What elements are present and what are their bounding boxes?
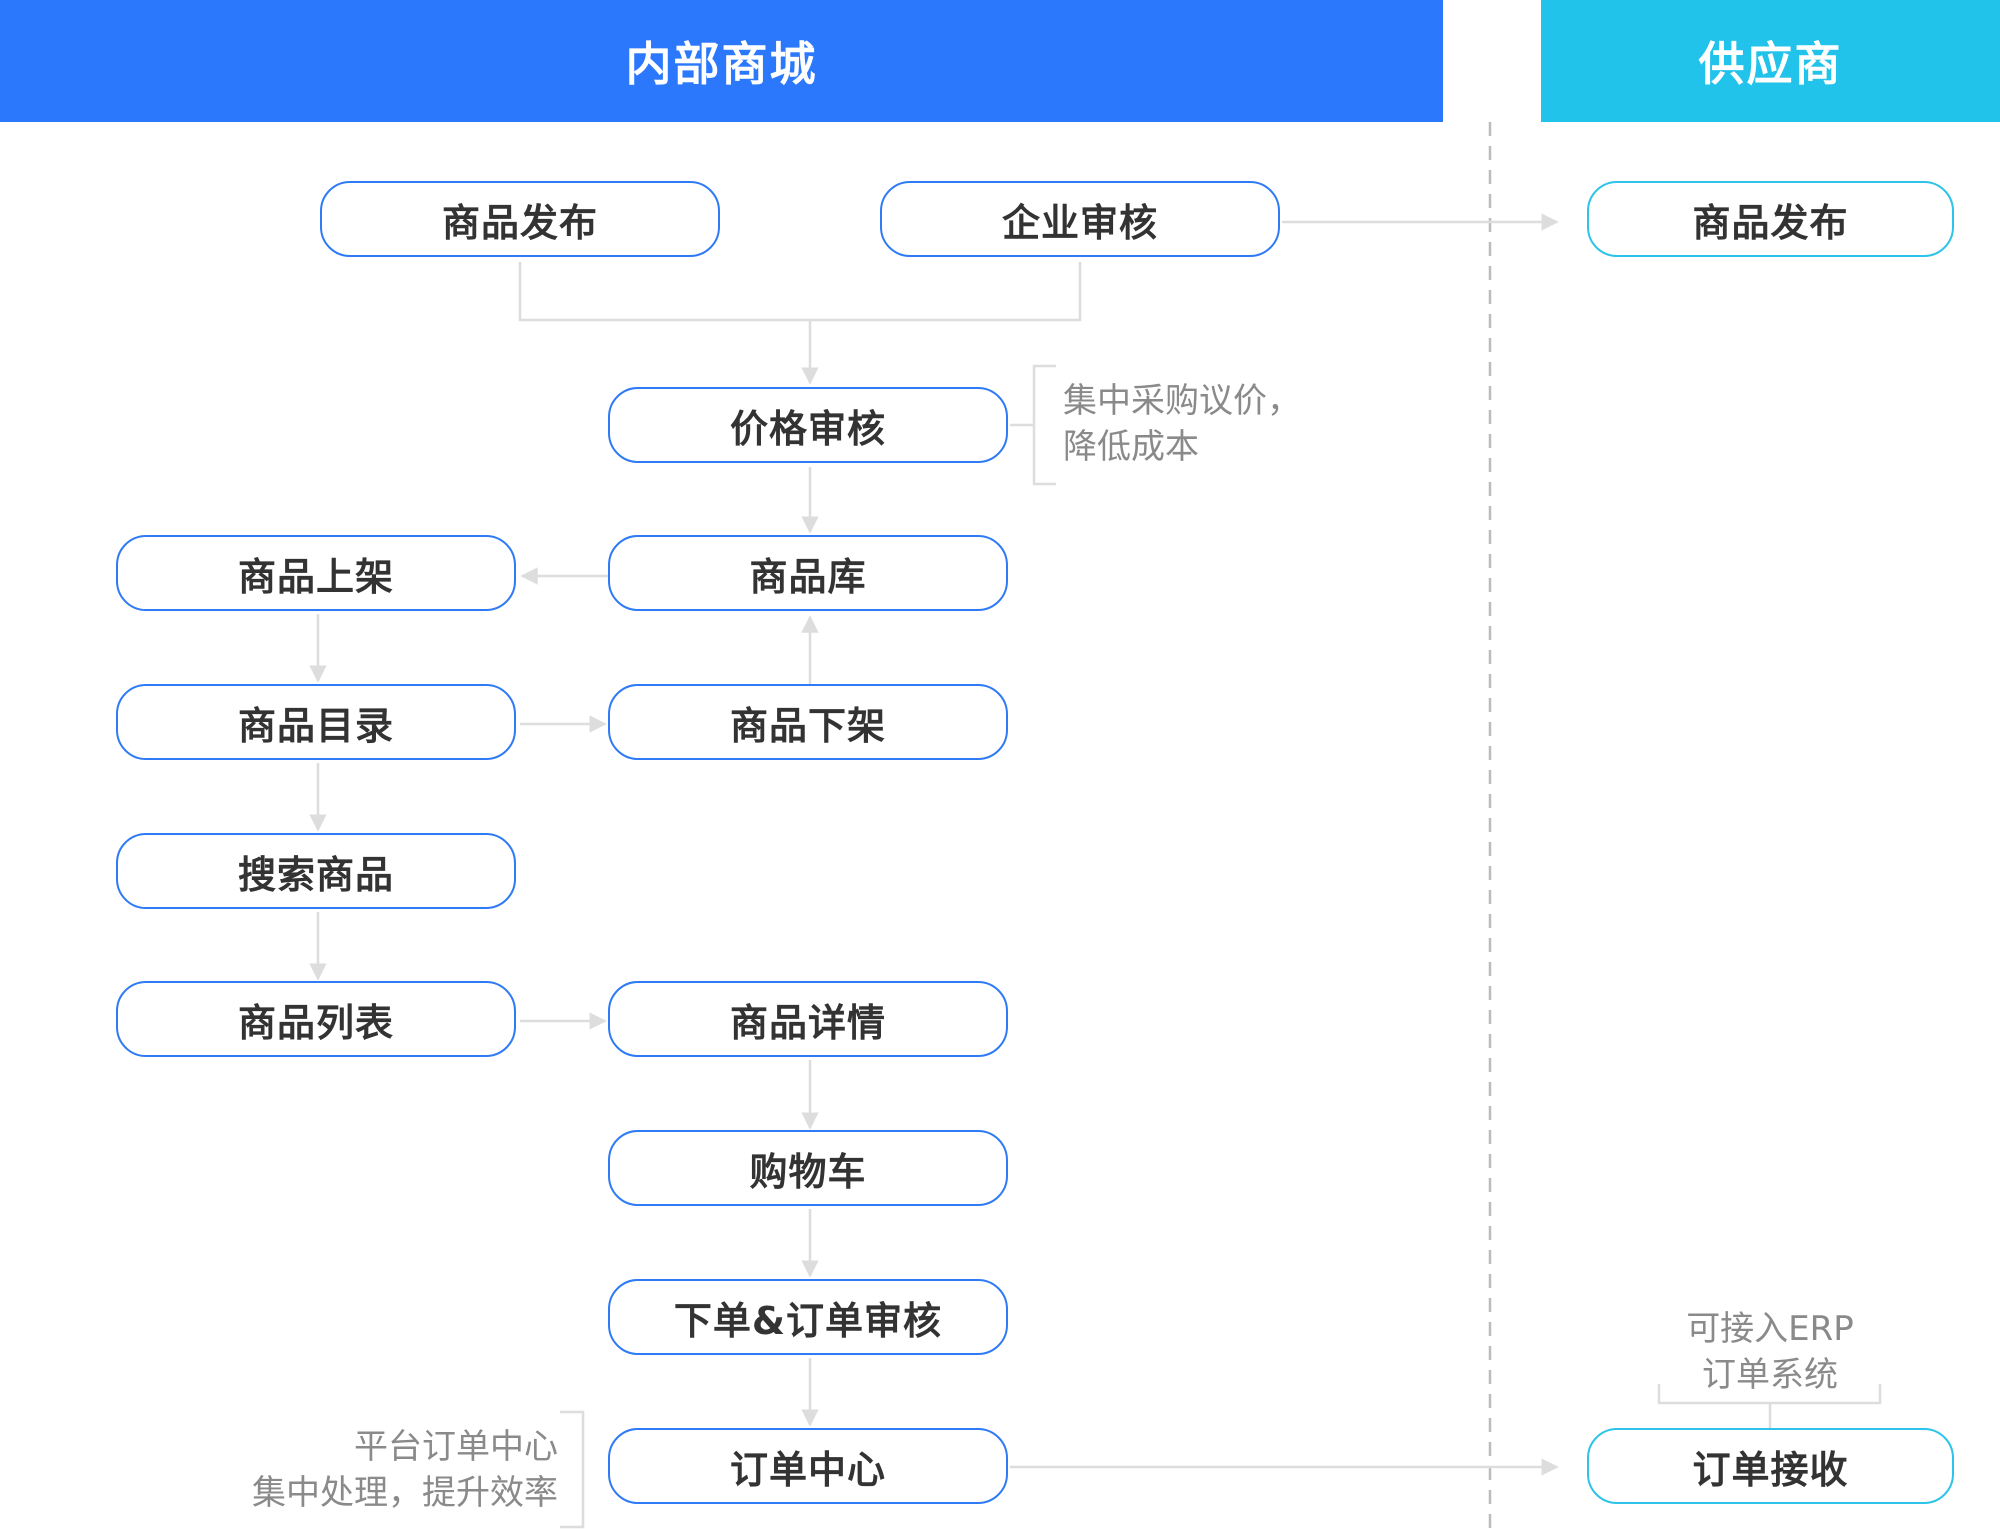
node-product-catalog[interactable]: 商品目录 [116, 684, 516, 760]
center-note-bracket [560, 1410, 585, 1529]
order-center-note-line-2: 集中处理，提升效率 [252, 1473, 558, 1513]
node-product-shelve[interactable]: 商品上架 [116, 535, 516, 611]
erp-note-line-2: 订单系统 [1702, 1355, 1838, 1395]
price-note-bracket [1032, 364, 1056, 486]
node-enterprise-audit[interactable]: 企业审核 [880, 181, 1280, 257]
merge-connector [518, 262, 1082, 322]
lane-header-supplier: 供应商 [1541, 0, 2000, 122]
node-product-detail[interactable]: 商品详情 [608, 981, 1008, 1057]
node-product-library[interactable]: 商品库 [608, 535, 1008, 611]
price-note: 集中采购议价， 降低成本 [1063, 378, 1301, 470]
erp-note-line-1: 可接入ERP [1686, 1309, 1854, 1349]
order-center-note-line-1: 平台订单中心 [354, 1427, 558, 1467]
node-order-receive[interactable]: 订单接收 [1587, 1428, 1954, 1504]
node-product-unshelve[interactable]: 商品下架 [608, 684, 1008, 760]
order-center-note: 平台订单中心 集中处理，提升效率 [190, 1424, 558, 1516]
erp-note: 可接入ERP 订单系统 [1684, 1306, 1856, 1398]
node-order-center[interactable]: 订单中心 [608, 1428, 1008, 1504]
node-price-review[interactable]: 价格审核 [608, 387, 1008, 463]
node-product-list[interactable]: 商品列表 [116, 981, 516, 1057]
price-note-line-1: 集中采购议价， [1063, 381, 1301, 421]
price-note-line-2: 降低成本 [1063, 427, 1199, 467]
node-place-order-review[interactable]: 下单&订单审核 [608, 1279, 1008, 1355]
lane-header-internal-mall: 内部商城 [0, 0, 1443, 122]
node-product-publish[interactable]: 商品发布 [320, 181, 720, 257]
node-supplier-product-publish[interactable]: 商品发布 [1587, 181, 1954, 257]
node-shopping-cart[interactable]: 购物车 [608, 1130, 1008, 1206]
node-search-products[interactable]: 搜索商品 [116, 833, 516, 909]
